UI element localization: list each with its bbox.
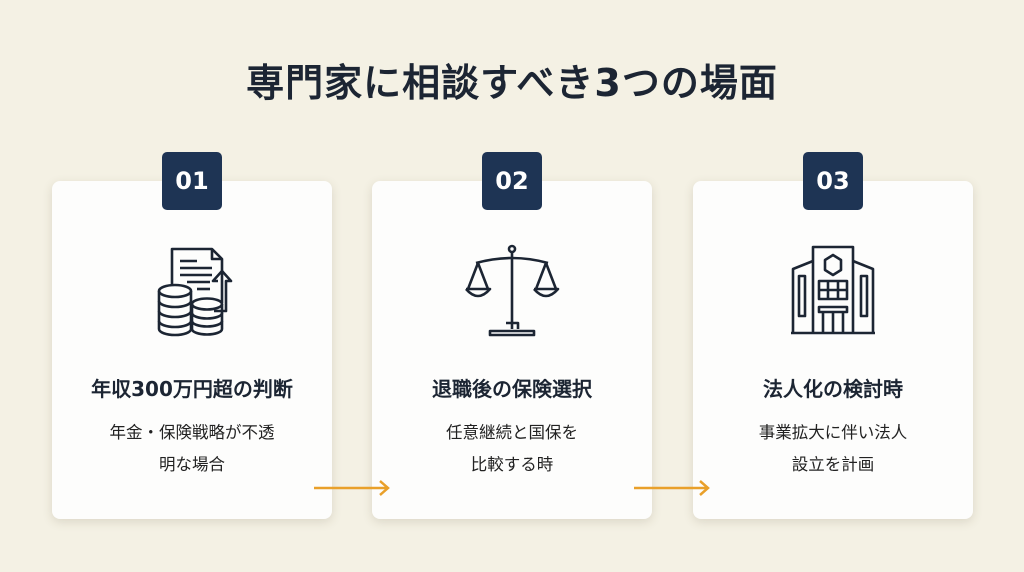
page-title: 専門家に相談すべき3つの場面 (246, 61, 778, 105)
description-line: 設立を計画 (791, 455, 875, 474)
card-description: 年金・保険戦略が不透 明な場合 (82, 417, 302, 481)
office-building-icon (791, 245, 875, 335)
balance-scale-icon (465, 244, 560, 337)
description-line: 比較する時 (470, 455, 554, 474)
step-badge: 01 (162, 152, 222, 210)
arrow-right-icon (634, 480, 710, 496)
card-3: 03 法人化の検討時 事業拡大に伴い法人 設立を計画 (693, 152, 973, 519)
description-line: 年金・保険戦略が不透 (109, 423, 275, 442)
card-title: 法人化の検討時 (763, 377, 903, 401)
description-line: 明な場合 (159, 455, 225, 474)
card-title: 年収300万円超の判断 (91, 377, 293, 401)
description-line: 事業拡大に伴い法人 (758, 423, 908, 442)
description-line: 任意継続と国保を (446, 423, 578, 442)
card-2: 02 退職後の保険選択 任意継続と国保を 比較する時 (372, 152, 652, 519)
arrow-right-icon (314, 480, 390, 496)
card-description: 事業拡大に伴い法人 設立を計画 (723, 417, 943, 481)
coins-document-growth-icon (157, 247, 233, 337)
step-badge: 03 (803, 152, 863, 210)
card-description: 任意継続と国保を 比較する時 (402, 417, 622, 481)
step-badge: 02 (482, 152, 542, 210)
card-1: 01 年収300万円超の判断 年金・保険戦略が不透 明な場合 (52, 152, 332, 519)
card-title: 退職後の保険選択 (432, 377, 592, 401)
